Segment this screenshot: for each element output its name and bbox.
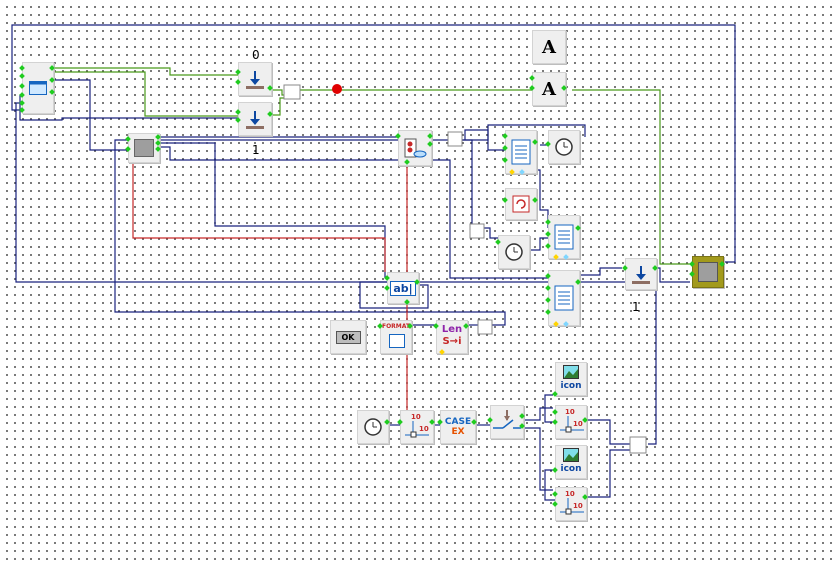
number-top-label: 10 <box>565 408 575 416</box>
textbox-block[interactable]: ab| <box>387 272 419 304</box>
refresh-block[interactable] <box>505 188 537 220</box>
number-block-1[interactable]: 10 10 <box>400 410 434 444</box>
letter-a-icon: A <box>542 36 556 58</box>
format-icon <box>389 334 405 348</box>
number-right-label: 10 <box>573 502 583 510</box>
number-top-label: 10 <box>411 413 421 421</box>
document-icon <box>549 271 579 325</box>
format-block[interactable]: FORMAT <box>380 320 412 354</box>
case-ex-label: EX <box>451 427 465 437</box>
document-icon <box>506 131 536 173</box>
number-convert-icon <box>560 416 584 433</box>
refresh-icon <box>506 189 536 219</box>
number-block-3[interactable]: 10 10 <box>555 487 587 521</box>
port-label-right: 1 <box>632 300 640 314</box>
download-arrow-icon <box>626 259 656 289</box>
textbox-icon: ab| <box>390 280 416 296</box>
document-icon <box>549 216 579 258</box>
case-label: CASE <box>444 417 472 427</box>
document-block-1[interactable] <box>505 130 537 174</box>
red-wires <box>132 160 408 415</box>
number-top-label: 10 <box>565 490 575 498</box>
input-port-block-1[interactable] <box>238 102 272 136</box>
panel-icon <box>693 257 723 287</box>
icon-label: icon <box>560 464 582 474</box>
letter-a-icon: A <box>542 78 556 100</box>
output-block[interactable] <box>692 256 724 288</box>
text-block-a2[interactable]: A <box>532 72 566 106</box>
dialog-block[interactable] <box>398 130 432 166</box>
ok-button-icon: OK <box>335 330 361 344</box>
timer-block-3[interactable] <box>357 410 389 444</box>
input-port-block-0[interactable] <box>238 62 272 96</box>
number-right-label: 10 <box>419 425 429 433</box>
string-to-int-label: S→i <box>442 336 462 347</box>
window-icon <box>23 63 53 113</box>
number-block-2[interactable]: 10 10 <box>555 405 587 439</box>
number-convert-icon <box>405 421 429 438</box>
ok-button-block[interactable]: OK <box>330 320 366 354</box>
panel-icon <box>129 134 159 162</box>
timer-block-1[interactable] <box>548 130 580 164</box>
icon-block-1[interactable]: icon <box>555 362 587 396</box>
icon-label: icon <box>560 381 582 391</box>
image-icon <box>563 365 579 379</box>
case-block[interactable]: CASE EX <box>440 410 476 444</box>
dialog-icon <box>399 131 431 165</box>
len-label: Len <box>441 324 463 335</box>
document-block-3[interactable] <box>548 270 580 326</box>
clock-icon <box>499 236 529 268</box>
clock-icon <box>358 411 388 443</box>
number-right-label: 10 <box>573 420 583 428</box>
switch-icon <box>493 410 521 429</box>
len-block[interactable]: Len S→i <box>436 320 468 354</box>
text-block-a1[interactable]: A <box>532 30 566 64</box>
port-label-0: 0 <box>252 48 260 62</box>
number-convert-icon <box>560 498 584 515</box>
clock-icon <box>549 131 579 163</box>
icon-block-2[interactable]: icon <box>555 445 587 479</box>
format-label: FORMAT <box>381 323 411 330</box>
download-arrow-icon <box>239 63 271 95</box>
port-label-1: 1 <box>252 143 260 157</box>
download-arrow-icon <box>239 103 271 135</box>
junction-dot <box>332 84 342 94</box>
timer-block-2[interactable] <box>498 235 530 269</box>
image-icon <box>563 448 579 462</box>
document-block-2[interactable] <box>548 215 580 259</box>
output-port-block[interactable] <box>625 258 657 290</box>
window-block[interactable] <box>22 62 54 114</box>
switch-block[interactable] <box>490 405 524 439</box>
green-wires <box>52 67 690 265</box>
